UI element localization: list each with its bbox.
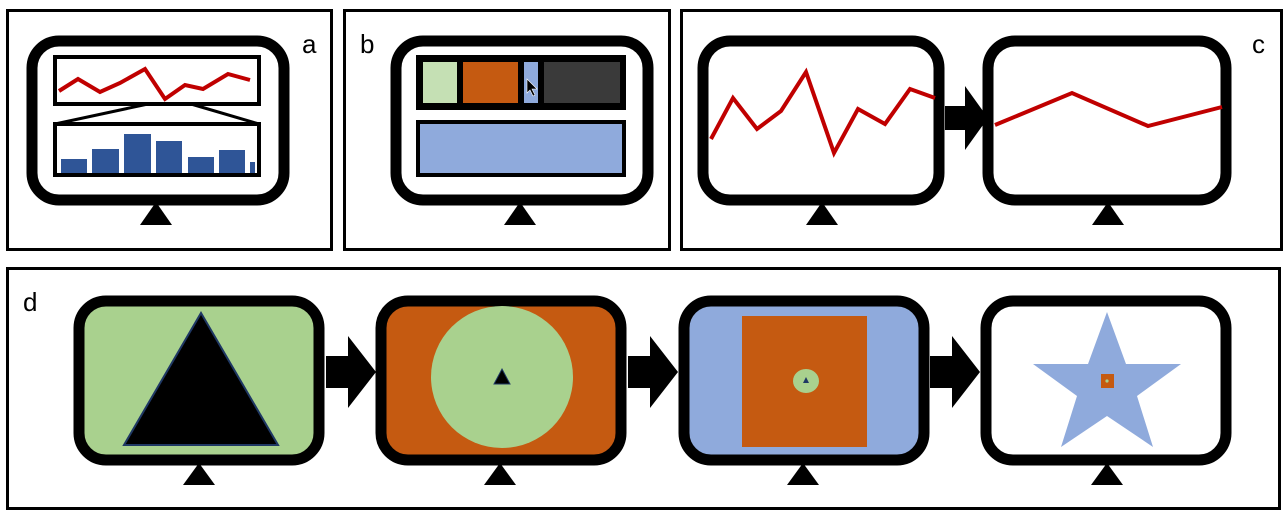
red-line-series-detailed xyxy=(709,67,936,158)
triangle-shape-icon xyxy=(803,377,809,383)
line-chart-panel xyxy=(53,55,261,106)
bar xyxy=(219,150,245,173)
monitor-stand-icon xyxy=(484,463,516,485)
zoom-connector-right xyxy=(190,102,260,126)
bar xyxy=(92,149,119,173)
monitor-stand-icon xyxy=(1092,202,1124,225)
monitor-d3 xyxy=(678,295,930,485)
panel-c-label: c xyxy=(1252,29,1265,59)
light-green-block xyxy=(423,62,457,103)
panel-d-label: d xyxy=(23,287,38,317)
monitor-stand-icon xyxy=(183,463,215,485)
orange-block xyxy=(463,62,518,103)
red-line-series xyxy=(57,66,251,102)
monitor-d1 xyxy=(73,295,325,485)
monitor-a xyxy=(26,35,290,225)
red-line-series-simplified xyxy=(994,90,1223,129)
monitor-b xyxy=(390,35,654,225)
right-arrow-icon xyxy=(930,336,980,408)
circle-shape-icon xyxy=(1105,379,1109,383)
monitor-c-detailed xyxy=(697,35,945,225)
triangle-shape-icon xyxy=(122,311,280,446)
right-arrow-icon xyxy=(628,336,678,408)
triangle-shape-icon xyxy=(493,367,511,385)
bar xyxy=(156,141,182,173)
monitor-screen xyxy=(982,35,1232,206)
right-arrow-icon xyxy=(326,336,376,408)
bottom-row-panel xyxy=(416,120,626,177)
light-blue-block xyxy=(524,62,538,103)
panel-a-label: a xyxy=(302,29,317,59)
bar xyxy=(61,159,87,173)
monitor-stand-icon xyxy=(806,202,838,225)
bar xyxy=(124,134,151,173)
monitor-c-simplified xyxy=(982,35,1232,225)
bar xyxy=(188,157,214,173)
bar xyxy=(250,162,255,173)
mouse-cursor-icon xyxy=(526,78,538,97)
right-arrow-icon xyxy=(945,86,988,150)
dark-gray-block xyxy=(544,62,620,103)
monitor-stand-icon xyxy=(140,202,172,225)
monitor-stand-icon xyxy=(787,463,819,485)
monitor-stand-icon xyxy=(504,202,536,225)
zoom-connector-left xyxy=(54,102,149,126)
monitor-d4 xyxy=(980,295,1232,485)
panel-b-label: b xyxy=(360,29,375,59)
monitor-stand-icon xyxy=(1091,463,1123,485)
monitor-d2 xyxy=(375,295,627,485)
